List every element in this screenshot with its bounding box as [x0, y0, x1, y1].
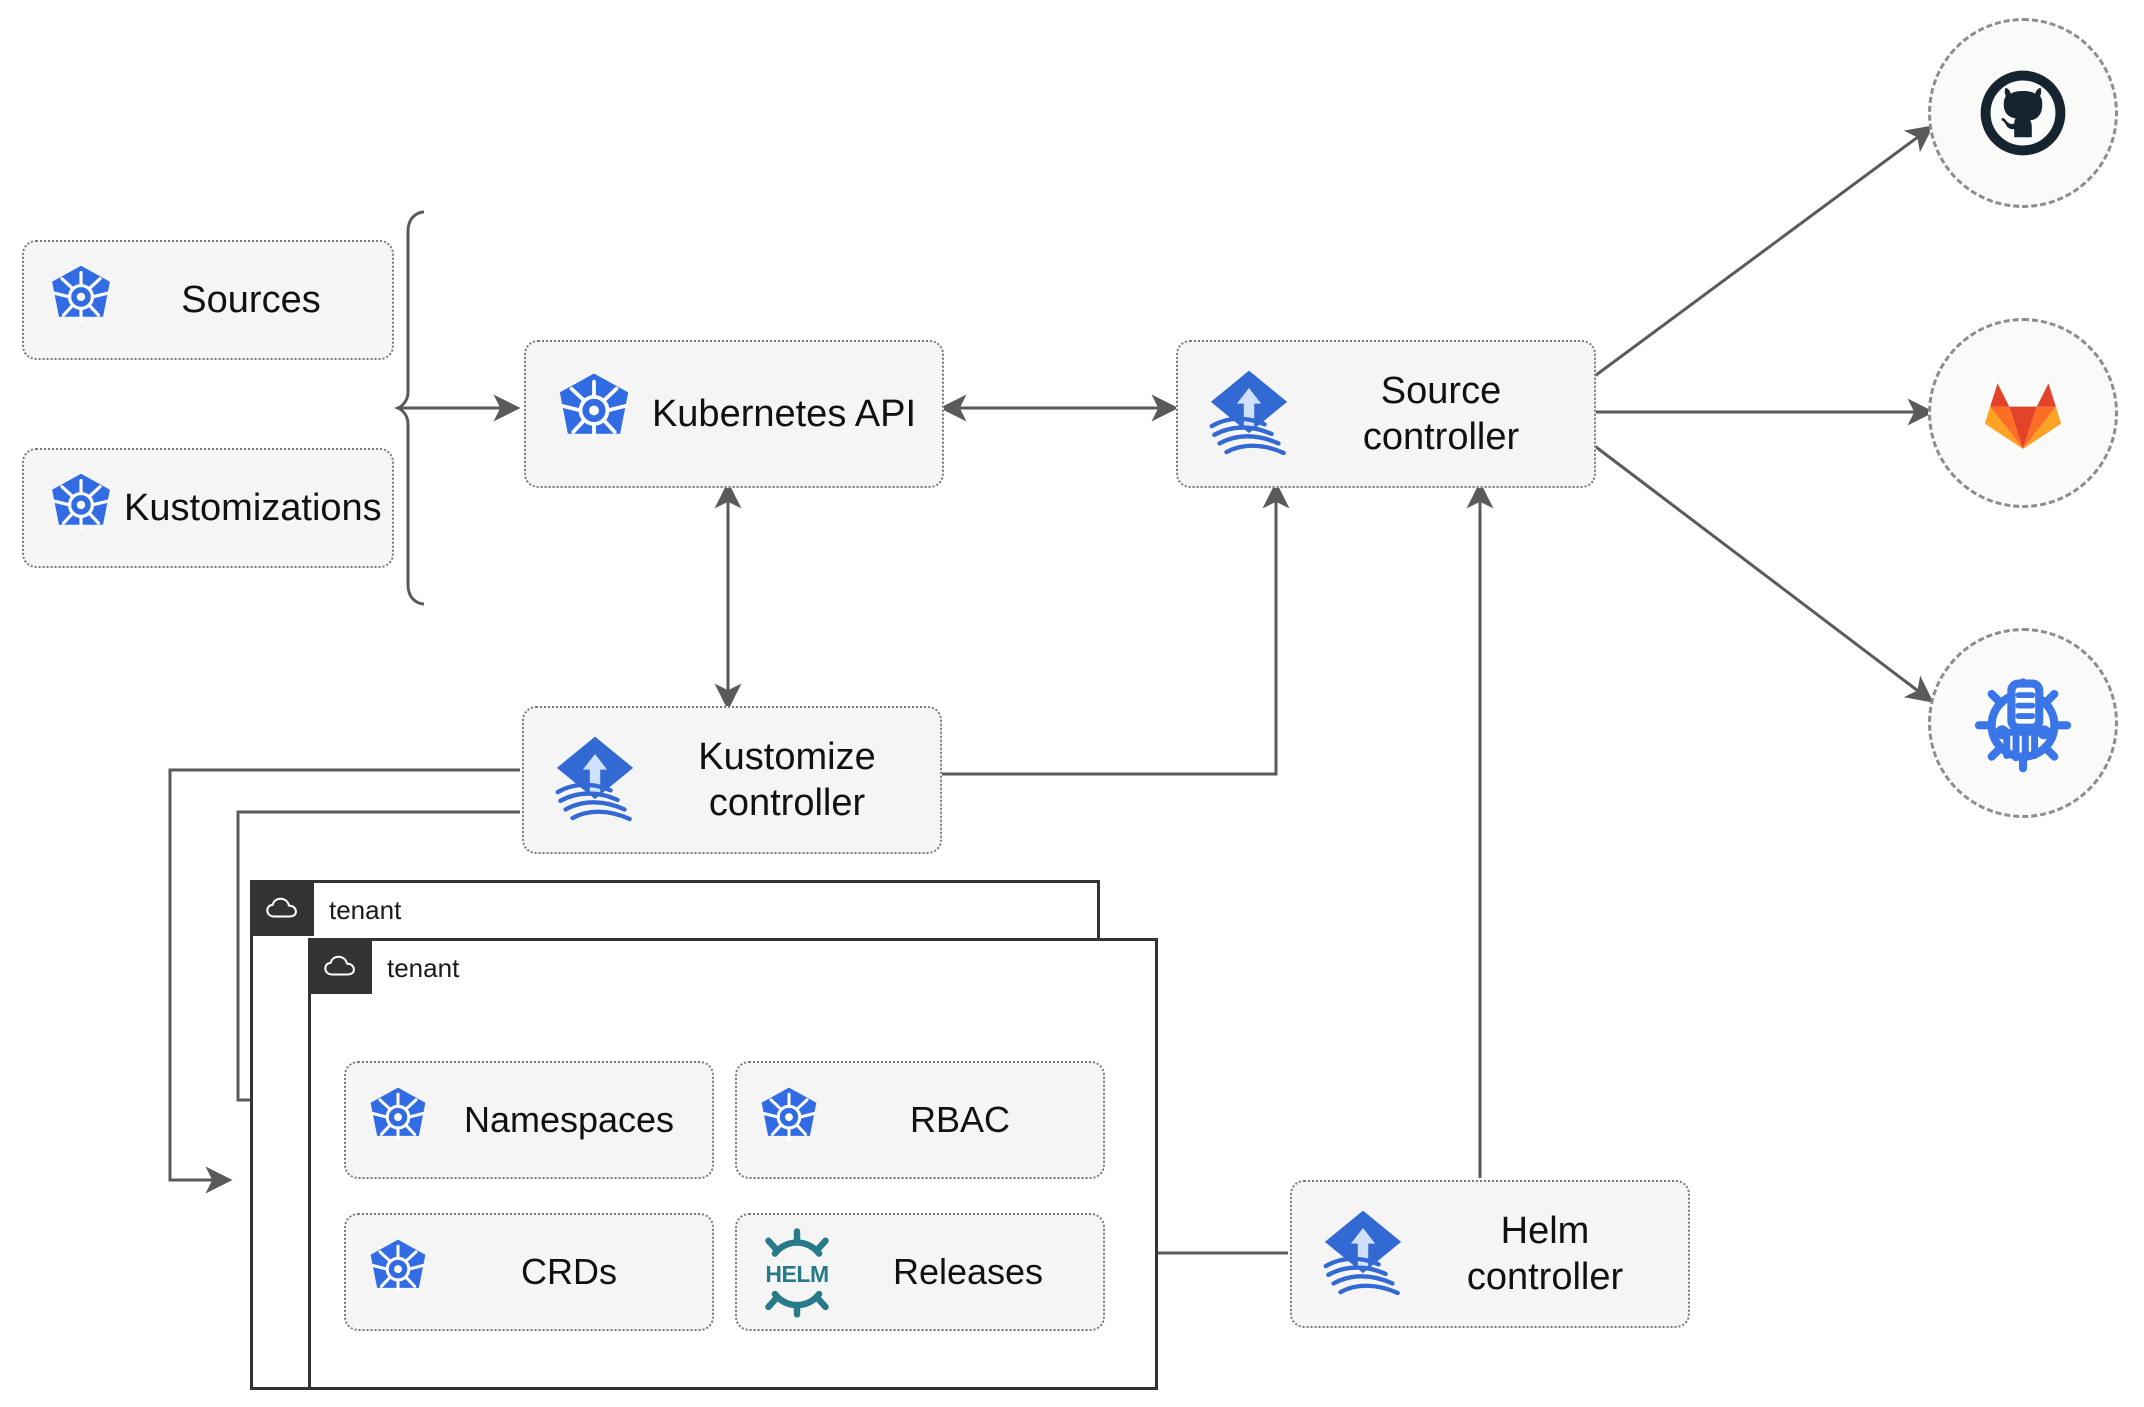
node-kubernetes-api[interactable]: Kubernetes API [524, 340, 944, 488]
tenant-box-front[interactable]: tenant Namespaces [308, 938, 1158, 1390]
github-icon [1980, 70, 2066, 156]
node-source-controller-label: Source controller [1362, 369, 1520, 458]
gitlab-icon [1984, 383, 2062, 450]
kubernetes-icon [544, 364, 644, 464]
edge-kustomize-to-source [938, 481, 1290, 776]
kubernetes-icon [38, 257, 124, 343]
helm-icon: HELM [749, 1224, 845, 1320]
node-kustomize-controller[interactable]: Kustomize controller [522, 706, 942, 854]
edge-source-to-helm-repo [1591, 442, 1934, 703]
kubernetes-icon [358, 1232, 438, 1312]
tenant-header-back [250, 880, 314, 936]
flux-icon [540, 725, 650, 835]
cloud-icon [266, 897, 297, 918]
resource-group-brace [393, 210, 425, 606]
flux-icon [1194, 359, 1304, 469]
node-sources-label: Sources [181, 278, 321, 321]
node-kustomizations[interactable]: Kustomizations [22, 448, 394, 568]
edge-source-to-github [1591, 125, 1934, 380]
tenant-name-back: tenant [329, 895, 402, 925]
node-kubernetes-api-label: Kubernetes API [651, 392, 917, 435]
node-releases-label: Releases [892, 1251, 1044, 1293]
node-namespaces[interactable]: Namespaces [344, 1061, 714, 1179]
flux-icon [1308, 1199, 1418, 1309]
node-sources[interactable]: Sources [22, 240, 394, 360]
kubernetes-icon [358, 1080, 438, 1160]
node-rbac-label: RBAC [909, 1099, 1011, 1141]
helm-wordmark: HELM [765, 1261, 828, 1287]
node-source-controller[interactable]: Source controller [1176, 340, 1596, 488]
node-crds-label: CRDs [521, 1251, 617, 1293]
node-helm-controller-label: Helm controller [1466, 1209, 1624, 1298]
external-source-helm-repository[interactable] [1928, 628, 2118, 818]
tenant-name-front: tenant [387, 953, 460, 983]
kubernetes-icon [38, 465, 124, 551]
node-kustomizations-label: Kustomizations [124, 486, 382, 529]
external-source-github[interactable] [1928, 18, 2118, 208]
node-crds[interactable]: CRDs [344, 1213, 714, 1331]
node-rbac[interactable]: RBAC [735, 1061, 1105, 1179]
node-namespaces-label: Namespaces [463, 1099, 675, 1141]
cloud-icon [324, 955, 355, 976]
external-source-gitlab[interactable] [1928, 318, 2118, 508]
tenant-header-front [308, 938, 372, 994]
node-kustomize-controller-label: Kustomize controller [698, 735, 876, 824]
helm-repo-icon [1974, 678, 2072, 773]
kubernetes-icon [749, 1080, 829, 1160]
node-releases[interactable]: HELM Releases [735, 1213, 1105, 1331]
node-helm-controller[interactable]: Helm controller [1290, 1180, 1690, 1328]
